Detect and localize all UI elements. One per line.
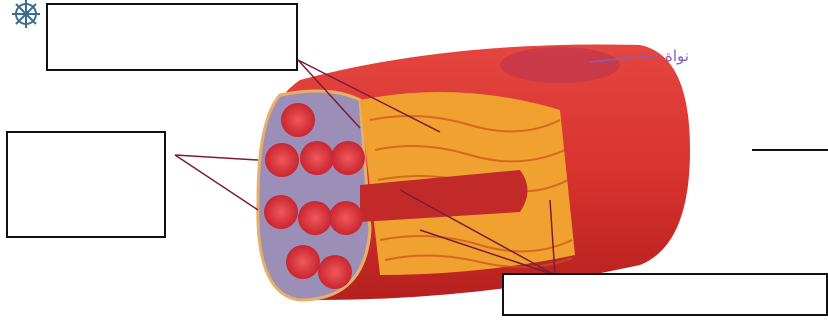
nucleus-label: نواة bbox=[665, 47, 689, 65]
answer-box-top-left[interactable] bbox=[46, 3, 298, 71]
answer-box-left[interactable] bbox=[6, 131, 166, 238]
answer-box-bottom-right[interactable] bbox=[502, 273, 828, 316]
nucleus-shape bbox=[500, 47, 620, 83]
